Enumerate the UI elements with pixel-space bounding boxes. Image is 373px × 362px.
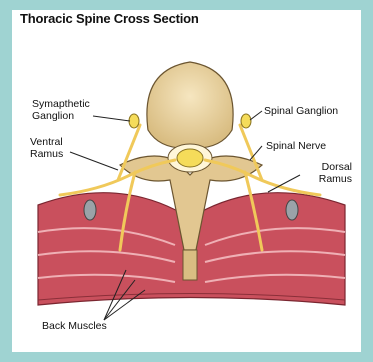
label-dorsal-ramus-line1: Dorsal	[322, 161, 352, 173]
label-spinal-nerve: Spinal Nerve	[266, 140, 326, 152]
label-ventral-ramus-line2: Ramus	[30, 148, 63, 160]
label-sympathetic-ganglion-line1: Symapthetic	[32, 98, 90, 110]
label-dorsal-ramus: Dorsal Ramus	[300, 161, 352, 185]
label-dorsal-ramus-line2: Ramus	[319, 173, 352, 185]
label-ventral-ramus-line1: Ventral	[30, 136, 63, 148]
sympathetic-ganglion-shape	[129, 114, 139, 128]
left-rib-head	[84, 200, 96, 220]
label-sympathetic-ganglion: Symapthetic Ganglion	[32, 98, 90, 122]
spinal-ganglion-shape	[241, 114, 251, 128]
label-sympathetic-ganglion-line2: Ganglion	[32, 110, 74, 122]
diagram-title: Thoracic Spine Cross Section	[20, 11, 199, 26]
label-spinal-ganglion: Spinal Ganglion	[264, 105, 338, 117]
label-ventral-ramus: Ventral Ramus	[30, 136, 63, 160]
label-back-muscles: Back Muscles	[42, 320, 107, 332]
right-rib-head	[286, 200, 298, 220]
spinal-cord	[168, 144, 212, 172]
